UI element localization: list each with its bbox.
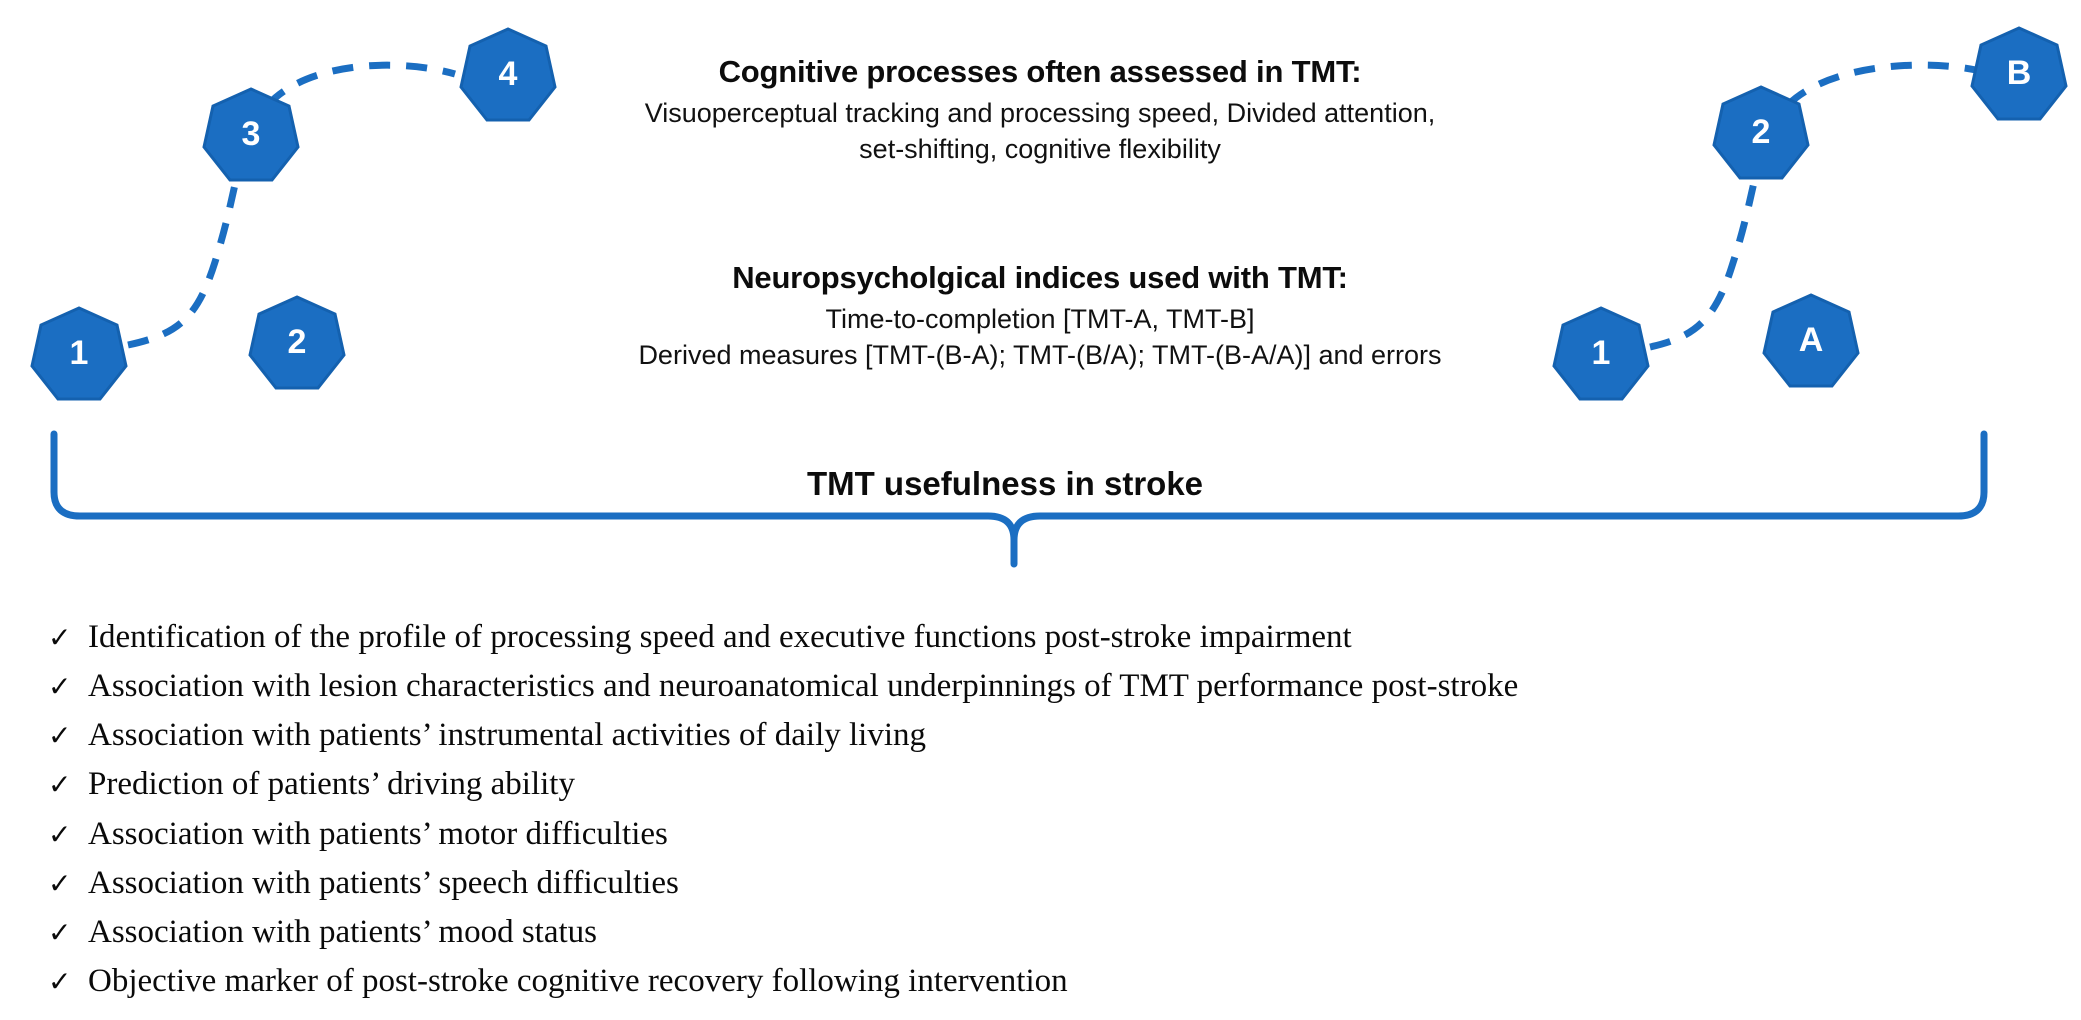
trail-node-left-2: 2	[248, 295, 346, 390]
list-item: ✓ Association with patients’ instrumenta…	[48, 711, 2038, 760]
trail-node-right-b: B	[1970, 26, 2068, 121]
trail-node-right-a-label: A	[1799, 321, 1824, 359]
cognitive-processes-heading: Cognitive processes often assessed in TM…	[718, 54, 1362, 89]
cognitive-processes-line-2: set-shifting, cognitive flexibility	[859, 133, 1221, 164]
brace-title: TMT usefulness in stroke	[806, 465, 1204, 502]
tmt-usefulness-list: ✓ Identification of the profile of proce…	[48, 613, 2038, 1006]
list-item-text: Objective marker of post-stroke cognitiv…	[88, 963, 1068, 1000]
list-item: ✓ Association with patients’ speech diff…	[48, 859, 2038, 908]
neuropsychological-indices-block: Neuropsycholgical indices used with TMT:…	[530, 258, 1550, 373]
list-item: ✓ Association with patients’ motor diffi…	[48, 810, 2038, 859]
trail-node-left-4-label: 4	[499, 55, 518, 93]
list-item-text: Prediction of patients’ driving ability	[88, 766, 575, 803]
trail-node-left-2-label: 2	[288, 323, 307, 361]
list-item-text: Association with patients’ mood status	[88, 913, 598, 950]
list-item: ✓ Association with patients’ mood status	[48, 908, 2038, 957]
neuropsychological-indices-heading: Neuropsycholgical indices used with TMT:	[732, 260, 1348, 295]
check-icon: ✓	[48, 915, 72, 949]
trail-node-left-1: 1	[30, 306, 128, 401]
list-item-text: Association with patients’ motor difficu…	[88, 815, 668, 852]
check-icon: ✓	[48, 719, 72, 753]
list-item-text: Association with patients’ instrumental …	[88, 717, 926, 754]
list-item: ✓ Prediction of patients’ driving abilit…	[48, 760, 2038, 809]
tmt-b-trail-diagram: 1 A 2 B	[1552, 26, 2068, 401]
check-icon: ✓	[48, 768, 72, 802]
neuropsychological-indices-line-1: Time-to-completion [TMT-A, TMT-B]	[825, 303, 1255, 334]
trail-node-left-3: 3	[202, 87, 300, 182]
check-icon: ✓	[48, 621, 72, 654]
tmt-a-trail-diagram: 1 2 3 4	[30, 27, 557, 401]
trail-node-left-1-label: 1	[70, 334, 89, 372]
neuropsychological-indices-line-2: Derived measures [TMT-(B-A); TMT-(B/A); …	[638, 339, 1442, 370]
list-item-text: Identification of the profile of process…	[88, 619, 1352, 655]
usefulness-brace	[50, 430, 1988, 568]
brace-path	[50, 430, 1988, 568]
check-icon: ✓	[48, 817, 72, 851]
trail-node-left-3-label: 3	[242, 115, 261, 153]
trail-node-right-1-label: 1	[1592, 334, 1611, 372]
trail-node-right-2-label: 2	[1752, 113, 1771, 151]
trail-node-right-1: 1	[1552, 306, 1650, 401]
list-item-text: Association with lesion characteristics …	[88, 668, 1519, 705]
list-item: ✓ Objective marker of post-stroke cognit…	[48, 957, 2038, 1006]
trail-node-left-4: 4	[459, 27, 557, 122]
check-icon: ✓	[48, 965, 72, 999]
trail-node-right-a: A	[1762, 293, 1860, 388]
cognitive-processes-line-1: Visuoperceptual tracking and processing …	[644, 97, 1436, 128]
cognitive-processes-block: Cognitive processes often assessed in TM…	[530, 52, 1550, 167]
check-icon: ✓	[48, 866, 72, 900]
check-icon: ✓	[48, 670, 72, 704]
list-item: ✓ Identification of the profile of proce…	[48, 613, 2038, 662]
trail-node-right-b-label: B	[2007, 54, 2032, 92]
list-item-text: Association with patients’ speech diffic…	[88, 864, 679, 901]
trail-node-right-2: 2	[1712, 85, 1810, 180]
list-item: ✓ Association with lesion characteristic…	[48, 662, 2038, 711]
